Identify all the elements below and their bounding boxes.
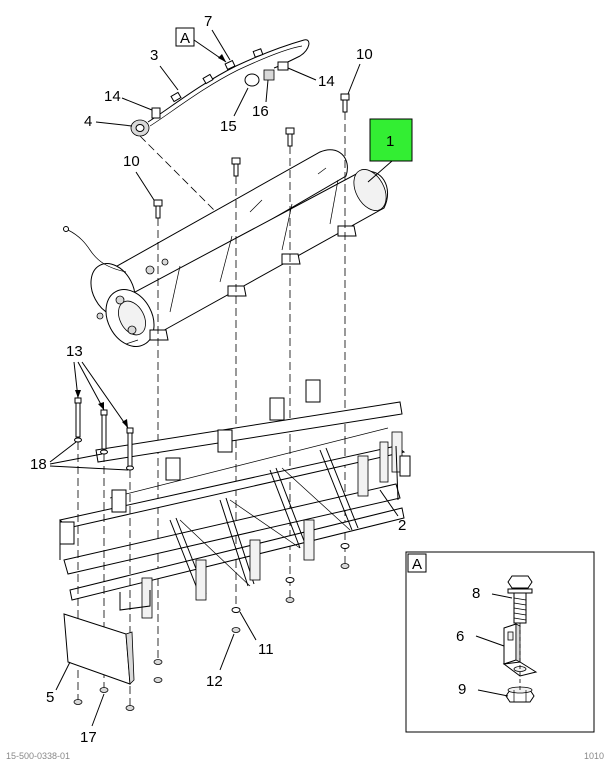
inset-letter-box	[407, 553, 427, 573]
footer-right-code: 1010	[583, 751, 604, 761]
inset-frame	[405, 551, 595, 733]
footer-left-code: 15-500-0338-01	[6, 751, 71, 761]
inset-letter: A	[412, 556, 422, 573]
tank-assembly	[63, 149, 389, 347]
callout-10a: 10	[123, 153, 140, 170]
fitting-15-icon	[244, 73, 260, 87]
item-1-highlight	[369, 118, 413, 162]
fitting-14b-icon	[277, 61, 289, 71]
callout-16: 16	[252, 103, 269, 120]
fitting-16-icon	[263, 69, 275, 81]
callout-2: 2	[398, 517, 406, 534]
bolt-10b-icon	[340, 93, 350, 113]
washers-11-12-icons	[231, 543, 350, 633]
callout-14b: 14	[318, 73, 335, 90]
callout-7: 7	[204, 13, 212, 30]
callout-5: 5	[46, 689, 54, 706]
mount-plates	[59, 379, 321, 545]
callout-18: 18	[30, 456, 47, 473]
fitting-4-icon	[130, 119, 150, 137]
callout-15: 15	[220, 118, 237, 135]
fitting-14a-icon	[151, 107, 161, 119]
callout-12: 12	[206, 673, 223, 690]
callout-14a: 14	[104, 88, 121, 105]
mounting-frame	[59, 379, 411, 619]
bolt-13-group	[74, 397, 134, 468]
nuts-17-icons	[73, 659, 163, 711]
callout-10b: 10	[356, 46, 373, 63]
washer-18-group	[74, 437, 134, 471]
plate-5-icon	[63, 613, 135, 685]
callout-11: 11	[258, 641, 274, 658]
bolt-8-icon	[507, 575, 533, 624]
callout-4: 4	[84, 113, 92, 130]
callout-3: 3	[150, 47, 158, 64]
callout-17: 17	[80, 729, 97, 746]
bolt-mid-b-icon	[285, 127, 295, 147]
bolt-10a-icon	[153, 199, 163, 219]
detail-a-marker-box	[175, 27, 195, 47]
detail-a-marker: A	[180, 30, 190, 47]
callout-9: 9	[458, 681, 466, 698]
callout-8: 8	[472, 585, 480, 602]
callout-13: 13	[66, 343, 83, 360]
callout-6: 6	[456, 628, 464, 645]
callout-1: 1	[386, 133, 394, 150]
bolt-mid-a-icon	[231, 157, 241, 177]
detail-a-inset: A 8 6 9	[405, 551, 595, 733]
